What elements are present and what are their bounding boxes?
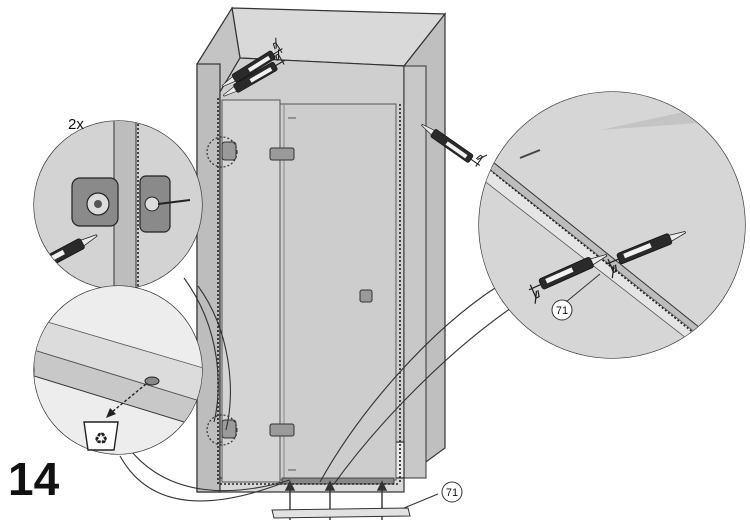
detail-seal-strip: [478, 91, 746, 359]
glass-door: [221, 99, 397, 485]
quantity-label: 2x: [68, 116, 84, 133]
connector-bands: [119, 277, 515, 502]
wall-bracket-top: [221, 141, 237, 161]
wall-bracket-bottom: [221, 419, 237, 439]
detail-protective-film: ♻: [33, 285, 203, 455]
callout-71-right-label: 71: [556, 305, 568, 317]
hinge-bottom: [269, 423, 295, 437]
door-knob: [359, 289, 373, 303]
callout-71-bottom-label: 71: [446, 487, 458, 499]
right-wall-edge: [403, 65, 427, 479]
detail-wall-bracket: [33, 120, 203, 290]
svg-text:♻: ♻: [94, 431, 108, 448]
hinge-top: [269, 147, 295, 161]
loose-seal-part: [271, 507, 411, 519]
detail-marker-top: [206, 136, 238, 168]
seal-arrows: [284, 480, 388, 520]
left-wall-edge: [196, 63, 221, 493]
detail-marker-bottom: [206, 414, 238, 446]
step-number: 14: [8, 453, 60, 505]
callout-71-right: 71: [551, 299, 573, 321]
silicone-lines: [217, 98, 401, 485]
callout-71-bottom: 71: [441, 481, 463, 503]
recycle-icon: ♻: [83, 421, 119, 451]
hinged-glass-door: [279, 103, 397, 481]
